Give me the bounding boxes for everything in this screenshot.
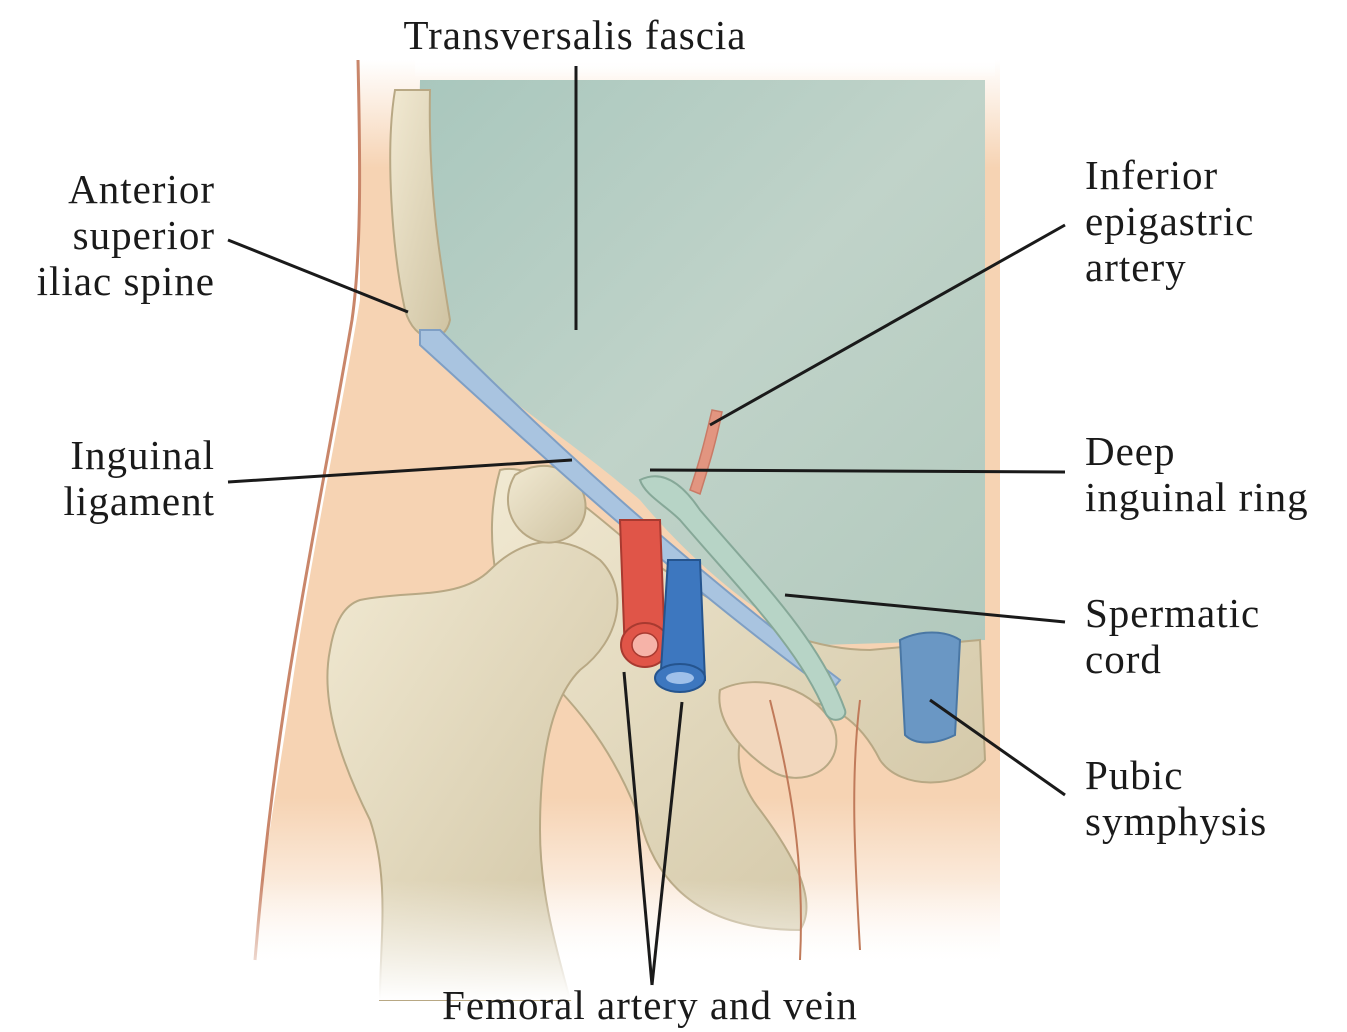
label-asis: Anterior superior iliac spine: [10, 166, 215, 304]
label-transversalis-fascia: Transversalis fascia: [370, 12, 780, 58]
label-deep-inguinal-ring-line-1: Deep: [1085, 428, 1340, 474]
pubic-symphysis-shape: [900, 633, 960, 743]
label-inferior-epigastric-line-3: artery: [1085, 244, 1335, 290]
label-inferior-epigastric-line-1: Inferior: [1085, 152, 1335, 198]
leader-deep-inguinal-ring: [650, 470, 1065, 472]
label-pubic-symphysis: Pubic symphysis: [1085, 752, 1335, 844]
femoral-vein-lumen-inner: [666, 672, 694, 684]
label-inguinal-ligament-line-2: ligament: [10, 478, 215, 524]
label-transversalis-fascia-text: Transversalis fascia: [370, 12, 780, 58]
label-deep-inguinal-ring: Deep inguinal ring: [1085, 428, 1340, 520]
label-inguinal-ligament: Inguinal ligament: [10, 432, 215, 524]
label-inferior-epigastric: Inferior epigastric artery: [1085, 152, 1335, 290]
label-spermatic-cord: Spermatic cord: [1085, 590, 1335, 682]
label-inguinal-ligament-line-1: Inguinal: [10, 432, 215, 478]
fascia-top-fade: [415, 60, 995, 180]
label-asis-line-3: iliac spine: [10, 258, 215, 304]
label-inferior-epigastric-line-2: epigastric: [1085, 198, 1335, 244]
label-deep-inguinal-ring-line-2: inguinal ring: [1085, 474, 1340, 520]
label-femoral-vessels-text: Femoral artery and vein: [400, 982, 900, 1028]
label-pubic-symphysis-line-1: Pubic: [1085, 752, 1335, 798]
label-spermatic-cord-line-1: Spermatic: [1085, 590, 1335, 636]
femoral-artery-lumen-inner: [632, 633, 658, 657]
label-spermatic-cord-line-2: cord: [1085, 636, 1335, 682]
label-pubic-symphysis-line-2: symphysis: [1085, 798, 1335, 844]
label-asis-line-1: Anterior: [10, 166, 215, 212]
label-asis-line-2: superior: [10, 212, 215, 258]
label-femoral-vessels: Femoral artery and vein: [400, 982, 900, 1028]
